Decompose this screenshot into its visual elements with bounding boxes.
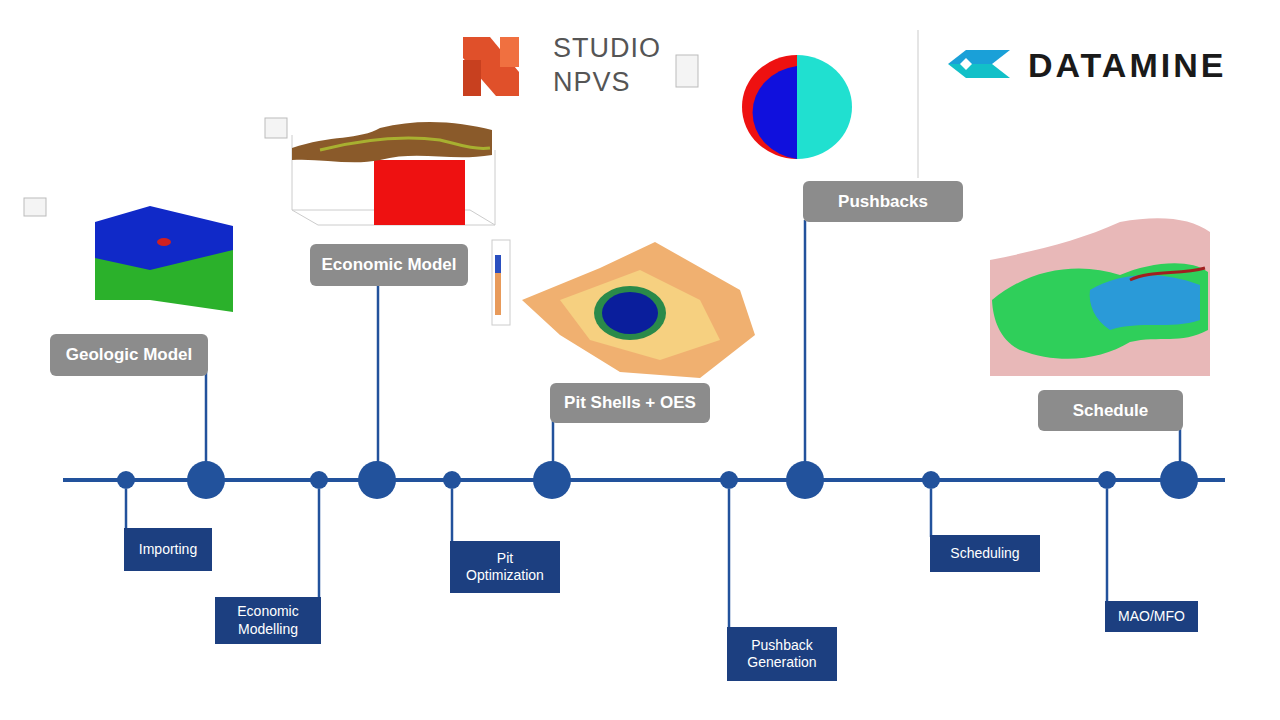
logo-text: STUDIO <box>553 33 661 64</box>
node-text: Pushback Generation <box>733 637 831 672</box>
pit-shells-figure <box>492 240 755 378</box>
node-text: Scheduling <box>950 545 1019 563</box>
node-text: Pit Optimization <box>456 550 554 585</box>
pushbacks-figure <box>676 30 918 178</box>
stage-label: Economic Model <box>310 244 468 286</box>
npvs-logo <box>463 37 519 96</box>
process-box: Importing <box>124 528 212 571</box>
process-box: Pit Optimization <box>450 541 560 593</box>
process-box: MAO/MFO <box>1105 601 1198 632</box>
stage-label: Schedule <box>1038 390 1183 431</box>
node-text: Pit Shells + OES <box>564 393 696 413</box>
stage-label: Pit Shells + OES <box>550 383 710 423</box>
timeline-dots <box>117 461 1198 499</box>
timeline <box>63 478 1225 482</box>
node-text: Economic Modelling <box>221 603 315 638</box>
geologic-block <box>24 198 233 312</box>
process-box: Economic Modelling <box>215 597 321 644</box>
schedule-figure <box>990 218 1210 376</box>
process-box: Scheduling <box>930 535 1040 572</box>
datamine-logo <box>948 50 1010 78</box>
stage-label: Geologic Model <box>50 334 208 376</box>
process-box: Pushback Generation <box>727 627 837 681</box>
node-text: Importing <box>139 541 197 559</box>
node-text: Economic Model <box>321 255 456 275</box>
node-text: Geologic Model <box>66 345 193 365</box>
logo-text: DATAMINE <box>1028 46 1226 85</box>
node-text: Schedule <box>1073 401 1149 421</box>
logo-text: NPVS <box>553 67 631 98</box>
node-text: Pushbacks <box>838 192 928 212</box>
node-text: MAO/MFO <box>1118 608 1185 626</box>
stage-label: Pushbacks <box>803 181 963 222</box>
economic-model-figure <box>265 118 495 225</box>
